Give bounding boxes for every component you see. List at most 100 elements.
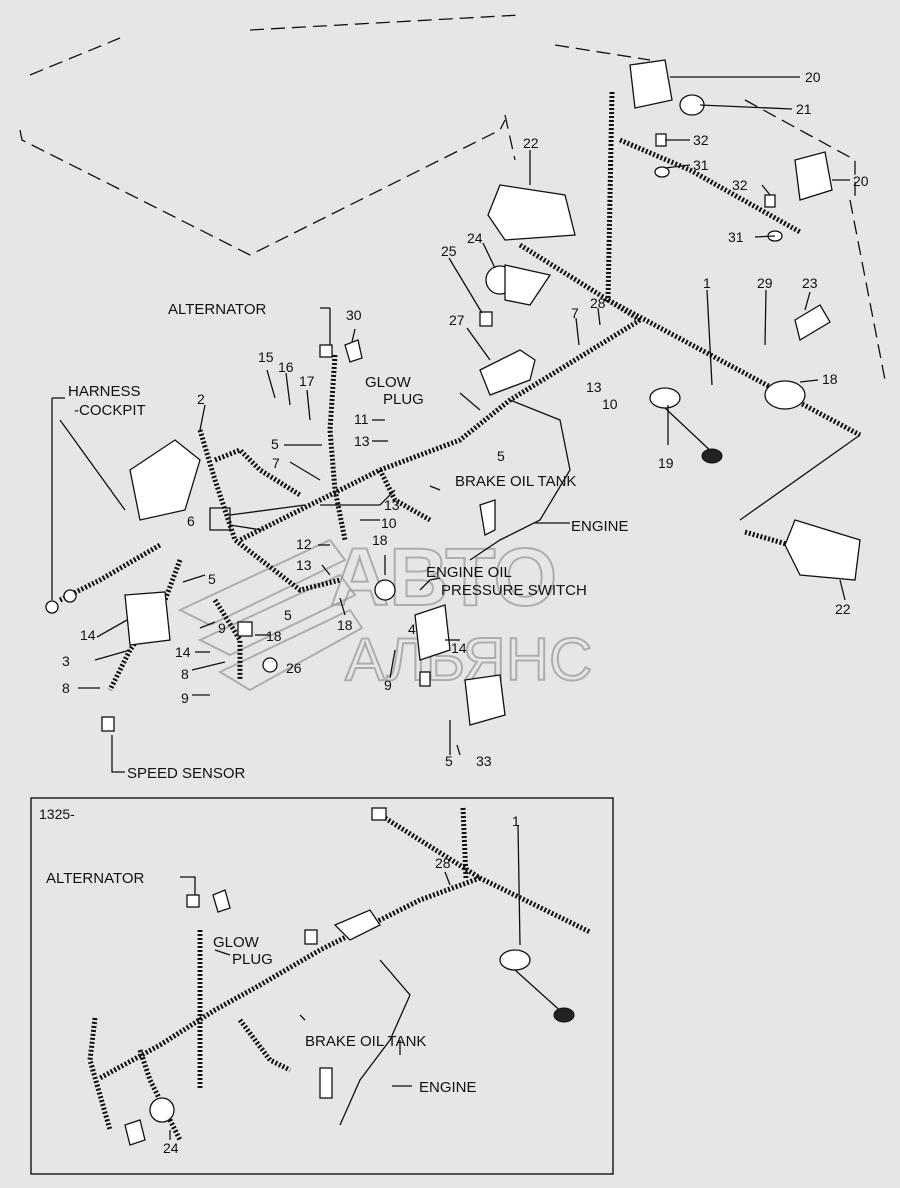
label-plug: PLUG <box>383 391 424 408</box>
callout: 30 <box>346 307 362 323</box>
inset-1325: 1325- ALTERNATOR GLOW PLUG BRAKE OIL TAN… <box>30 797 614 1175</box>
callout: 9 <box>384 677 392 693</box>
callout: 14 <box>451 640 467 656</box>
callout: 13 <box>586 379 602 395</box>
callout: 7 <box>571 305 579 321</box>
watermark-logo <box>177 538 364 692</box>
machine-outline <box>19 14 886 381</box>
callout: 11 <box>354 411 369 427</box>
callout: 5 <box>271 436 279 452</box>
work-light-rear <box>629 59 673 109</box>
label-engine-oil: ENGINE OIL <box>426 564 512 581</box>
label-harness: HARNESS <box>68 383 141 400</box>
alternator-connector-30 <box>344 339 363 363</box>
callout: 21 <box>796 101 812 117</box>
grommet-18 <box>764 380 806 410</box>
inset-label-plug: PLUG <box>232 951 273 968</box>
main-harness <box>58 91 862 692</box>
callout: 13 <box>296 557 312 573</box>
callout: 10 <box>602 396 618 412</box>
callout: 19 <box>658 455 674 471</box>
label-brake-oil-tank: BRAKE OIL TANK <box>455 473 576 490</box>
callout: 27 <box>449 312 465 328</box>
inset-label-glow: GLOW <box>213 934 260 951</box>
connector-block-22-lower <box>784 519 861 581</box>
connector-block-22-upper <box>487 184 576 241</box>
label-alternator: ALTERNATOR <box>168 301 267 318</box>
callout: 13 <box>354 433 370 449</box>
callout: 23 <box>802 275 818 291</box>
callout: 31 <box>693 157 709 173</box>
callout: 14 <box>175 644 191 660</box>
callout: 7 <box>272 455 280 471</box>
connector-cluster-left <box>124 591 171 646</box>
callout: 5 <box>284 607 292 623</box>
callout: 24 <box>163 1140 179 1156</box>
starter-27 <box>479 349 536 396</box>
callout: 29 <box>757 275 773 291</box>
callout: 31 <box>728 229 744 245</box>
inset-label-engine: ENGINE <box>419 1079 477 1096</box>
callout: 20 <box>853 173 869 189</box>
unit-33 <box>464 674 506 726</box>
callout: 22 <box>523 135 539 151</box>
callout: 13 <box>384 497 400 513</box>
callout: 28 <box>590 295 606 311</box>
callout: 33 <box>476 753 492 769</box>
callout: 10 <box>381 515 397 531</box>
labels: ALTERNATOR HARNESS -COCKPIT GLOW PLUG BR… <box>68 301 629 782</box>
speed-sensor <box>101 716 115 732</box>
callout: 18 <box>337 617 353 633</box>
components <box>45 59 861 732</box>
callout: 26 <box>286 660 302 676</box>
part-26 <box>262 657 278 673</box>
callout: 20 <box>805 69 821 85</box>
bolt-32b <box>764 194 776 208</box>
callout: 16 <box>278 359 294 375</box>
lamp-23 <box>794 304 831 342</box>
leader-lines <box>51 76 850 773</box>
callouts: 20 21 32 31 32 20 31 22 24 25 27 7 28 1 … <box>62 69 869 769</box>
work-light-front <box>794 151 833 201</box>
callout: 28 <box>435 855 451 871</box>
callout: 24 <box>467 230 483 246</box>
label-engine: ENGINE <box>571 518 629 535</box>
inset-fuel-sender <box>499 949 531 971</box>
relay-4 <box>414 604 451 661</box>
callout: 2 <box>197 391 205 407</box>
callout: 18 <box>372 532 388 548</box>
label-pressure-switch: PRESSURE SWITCH <box>441 582 587 599</box>
callout: 12 <box>296 536 312 552</box>
callout: 22 <box>835 601 851 617</box>
callout: 5 <box>497 448 505 464</box>
inset-code: 1325- <box>39 806 75 822</box>
label-speed-sensor: SPEED SENSOR <box>127 765 246 782</box>
bolt-32a <box>655 133 667 147</box>
watermark: АВТО АЛЬЯНС <box>177 531 593 694</box>
callout: 14 <box>80 627 96 643</box>
inset-label-brake-oil-tank: BRAKE OIL TANK <box>305 1033 426 1050</box>
engine-outline <box>469 399 571 561</box>
callout: 5 <box>445 753 453 769</box>
clamp-31a <box>654 166 670 178</box>
callout: 18 <box>266 628 282 644</box>
callout: 15 <box>258 349 274 365</box>
callout: 25 <box>441 243 457 259</box>
cockpit-connectors <box>129 439 201 521</box>
callout: 6 <box>187 513 195 529</box>
callout: 18 <box>822 371 838 387</box>
callout: 32 <box>732 177 748 193</box>
callout: 8 <box>62 680 70 696</box>
fuel-sender-19 <box>649 387 681 409</box>
callout: 32 <box>693 132 709 148</box>
callout: 9 <box>181 690 189 706</box>
label-cockpit: -COCKPIT <box>74 402 146 419</box>
callout: 3 <box>62 653 70 669</box>
inset-frame <box>30 797 614 1175</box>
callout: 1 <box>703 275 711 291</box>
inset-horn <box>149 1097 175 1123</box>
callout: 9 <box>218 620 226 636</box>
callout: 5 <box>208 571 216 587</box>
